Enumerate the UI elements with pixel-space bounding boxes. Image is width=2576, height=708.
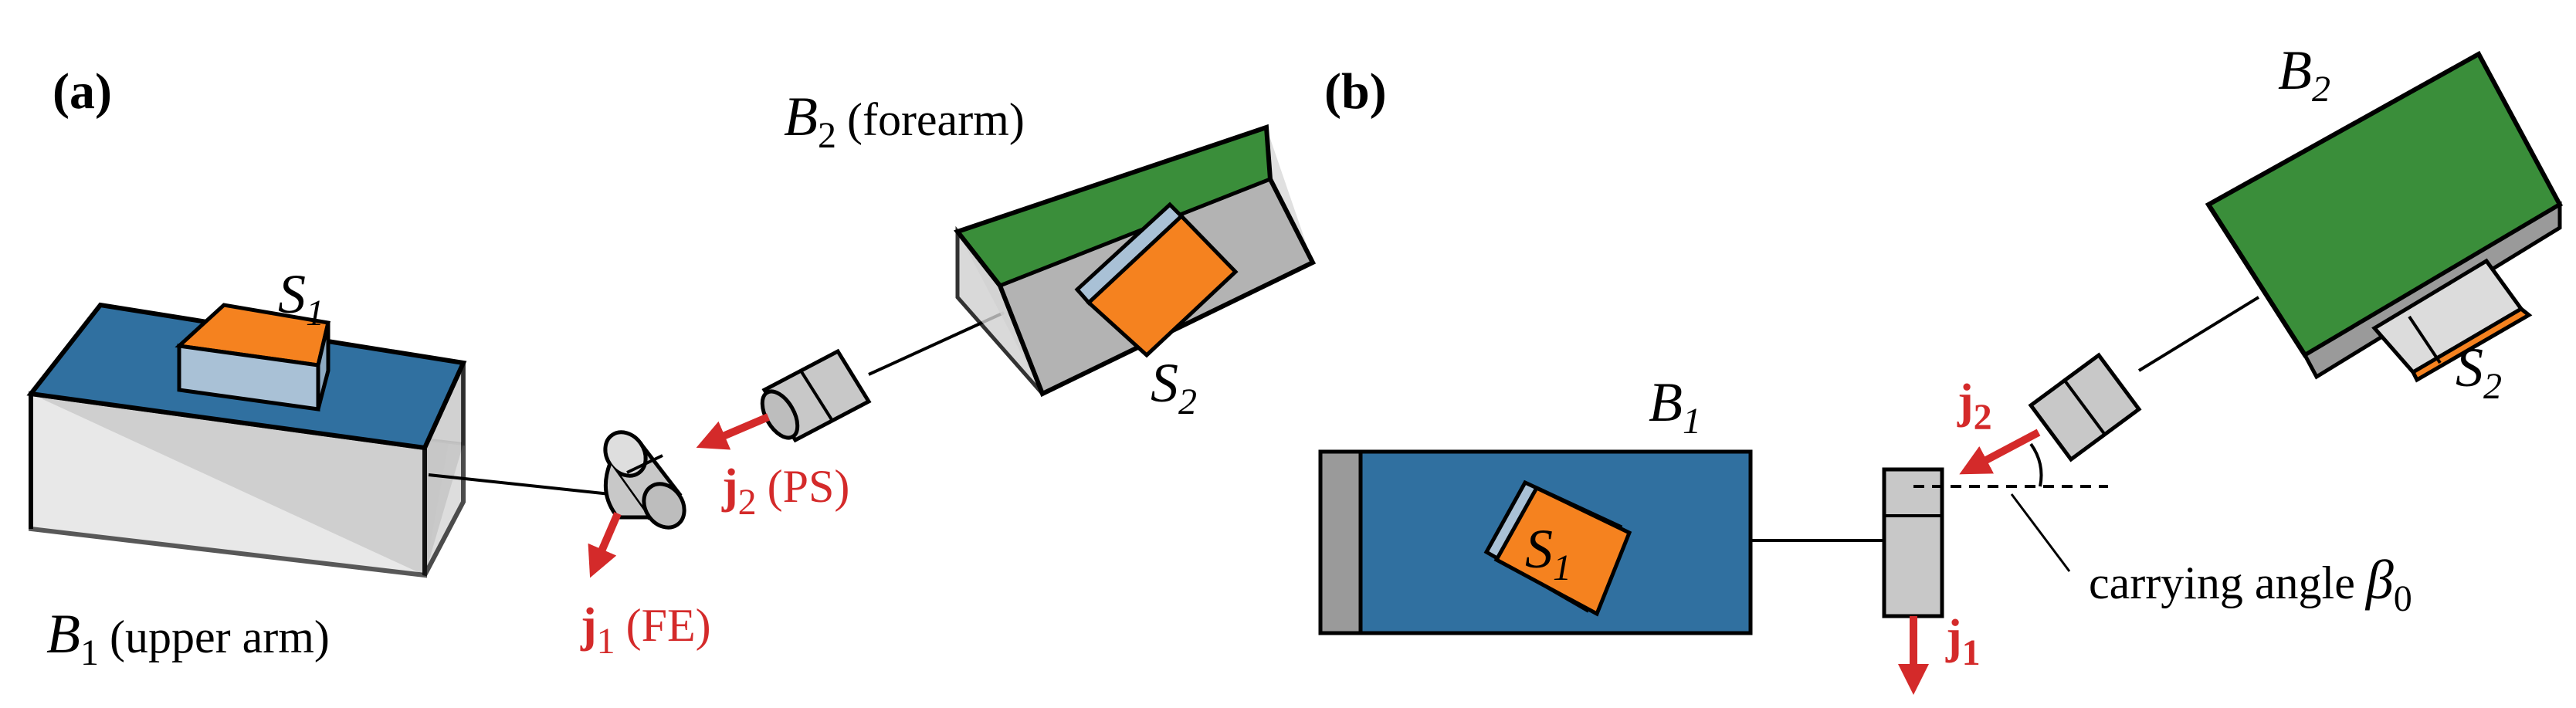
j1-label-a: j1(FE) <box>580 599 711 662</box>
s1-symbol-a: S1 <box>278 263 324 334</box>
sensor-s2-a <box>1074 202 1239 358</box>
b2-label-b: B2 <box>2278 39 2330 110</box>
b1-label-b: B1 <box>1649 371 1701 442</box>
j2-label-a: j2(PS) <box>721 460 849 523</box>
panel-a: (a) S1 <box>26 63 1317 673</box>
panel-a-label: (a) <box>53 63 112 120</box>
link-joint-b2-b <box>2137 296 2260 372</box>
carrying-angle-arc <box>2029 442 2043 487</box>
b1-label-a: B1(upper arm) <box>46 603 330 673</box>
s2-symbol-a: S2 <box>1151 352 1197 422</box>
sensor-s1-a <box>175 303 331 412</box>
angle-pointer-line <box>2010 493 2071 572</box>
s1-symbol-b: S1 <box>1525 518 1571 588</box>
j2-label-b: j2 <box>1957 375 1992 438</box>
joint-ps-a <box>760 348 872 443</box>
axis-j2-arrow-a <box>696 413 770 450</box>
axis-j2-arrow-b <box>1959 429 2041 475</box>
sensor-s1-b <box>1483 479 1632 617</box>
b2-label-a: B2(forearm) <box>784 86 1025 156</box>
sensor-s2-b <box>2371 258 2533 383</box>
joint-ps-b <box>2028 352 2142 462</box>
panel-b-label: (b) <box>1324 63 1387 120</box>
s2-symbol-b: S2 <box>2456 337 2502 407</box>
forearm-body-b <box>2205 50 2564 380</box>
joint-fe-b <box>1882 467 1944 618</box>
joint-fe-a <box>603 430 686 530</box>
axis-j1-arrow-a <box>588 512 622 578</box>
j1-label-b: j1 <box>1945 611 1981 673</box>
link-b1-joint-a <box>428 473 611 496</box>
